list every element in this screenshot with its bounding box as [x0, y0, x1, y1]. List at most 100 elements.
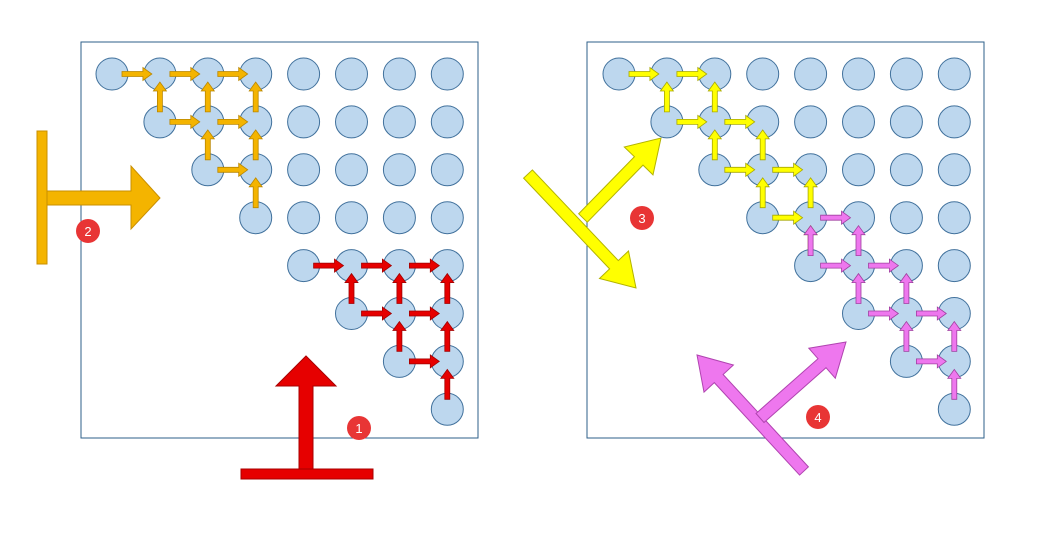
yellow-sweep-arrow [522, 137, 662, 289]
grid-node [842, 105, 875, 139]
yellow-step-arrow [707, 129, 723, 161]
red-step-arrow [440, 320, 455, 352]
left-circle-grid [95, 57, 464, 426]
grid-node [287, 105, 321, 139]
orange-step-arrow [248, 177, 263, 209]
badge-4: 4 [806, 405, 830, 429]
magenta-step-arrow [820, 258, 852, 273]
yellow-sweep-arrow-branch [577, 137, 662, 223]
grid-node [382, 153, 416, 187]
orange-step-arrow [152, 81, 168, 113]
orange-sweep-arrow [36, 130, 161, 265]
grid-node [889, 201, 923, 235]
grid-node [746, 57, 780, 91]
grid-node [937, 153, 971, 187]
right-circle-grid [602, 57, 971, 426]
magenta-step-arrow [899, 272, 914, 304]
grid-node [287, 153, 321, 187]
orange-step-arrow [217, 66, 249, 82]
yellow-step-arrow [676, 114, 708, 130]
grid-node [382, 105, 416, 139]
magenta-step-arrow [851, 272, 866, 304]
red-step-arrow [392, 272, 407, 304]
grid-node [794, 57, 828, 91]
magenta-step-arrow [947, 368, 962, 400]
svg-text:1: 1 [355, 421, 362, 436]
red-step-arrow [392, 320, 407, 352]
orange-step-arrow [121, 66, 153, 82]
magenta-sweep-arrow [696, 341, 847, 476]
red-step-arrow [344, 272, 359, 304]
magenta-step-arrow [803, 225, 818, 257]
grid-node [430, 153, 464, 187]
grid-node [430, 105, 464, 139]
svg-text:4: 4 [814, 410, 821, 425]
yellow-step-arrow [803, 177, 818, 209]
yellow-step-arrow [724, 114, 756, 130]
yellow-step-arrow [707, 81, 723, 113]
orange-step-arrow [248, 129, 263, 161]
grid-node [937, 249, 971, 283]
svg-text:3: 3 [638, 211, 645, 226]
grid-node [842, 153, 875, 187]
red-sweep-arrow [240, 355, 374, 480]
grid-node [430, 201, 464, 235]
grid-node [842, 57, 875, 91]
magenta-step-arrow [868, 306, 900, 321]
magenta-step-arrow [916, 306, 947, 321]
magenta-step-arrow [947, 320, 962, 352]
yellow-step-arrow [755, 129, 770, 161]
grid-node [335, 57, 368, 91]
grid-node [335, 105, 368, 139]
badge-3: 3 [630, 206, 654, 230]
red-step-arrow [440, 368, 455, 400]
orange-step-arrow [169, 114, 201, 130]
grid-node [794, 105, 828, 139]
orange-step-arrow [200, 81, 216, 113]
left-panel-frame [80, 41, 479, 439]
grid-node [889, 153, 923, 187]
red-step-arrow [361, 258, 393, 273]
grid-node [889, 57, 923, 91]
yellow-step-arrow [772, 210, 804, 225]
badge-1: 1 [347, 416, 371, 440]
magenta-step-arrow [899, 320, 914, 352]
red-step-arrow [361, 306, 393, 321]
left-arrow-layer [121, 66, 455, 400]
yellow-step-arrow [724, 162, 756, 178]
orange-step-arrow [248, 81, 263, 113]
grid-node [335, 201, 368, 235]
grid-node [287, 201, 321, 235]
orange-step-arrow [217, 162, 249, 178]
yellow-step-arrow [628, 66, 660, 82]
right-arrow-layer [628, 66, 962, 400]
magenta-step-arrow [916, 354, 947, 369]
yellow-step-arrow [676, 66, 708, 82]
orange-step-arrow [200, 129, 216, 161]
yellow-step-arrow [659, 81, 675, 113]
right-panel-frame [586, 41, 985, 439]
magenta-step-arrow [868, 258, 900, 273]
grid-node [937, 105, 971, 139]
orange-step-arrow [217, 114, 249, 130]
red-step-arrow [408, 306, 440, 321]
red-step-arrow [408, 258, 440, 273]
grid-node [335, 153, 368, 187]
yellow-step-arrow [755, 177, 770, 209]
grid-node [430, 57, 464, 91]
red-step-arrow [440, 272, 455, 304]
grid-node [937, 201, 971, 235]
grid-node [382, 57, 416, 91]
right-panel [586, 41, 985, 439]
orange-step-arrow [169, 66, 201, 82]
badge-2: 2 [76, 219, 100, 243]
yellow-step-arrow [772, 162, 804, 178]
svg-text:2: 2 [84, 224, 91, 239]
magenta-step-arrow [820, 210, 852, 225]
red-step-arrow [313, 258, 345, 273]
magenta-sweep-arrow-branch [755, 341, 847, 424]
grid-node [937, 57, 971, 91]
red-step-arrow [408, 354, 440, 369]
grid-node [382, 201, 416, 235]
